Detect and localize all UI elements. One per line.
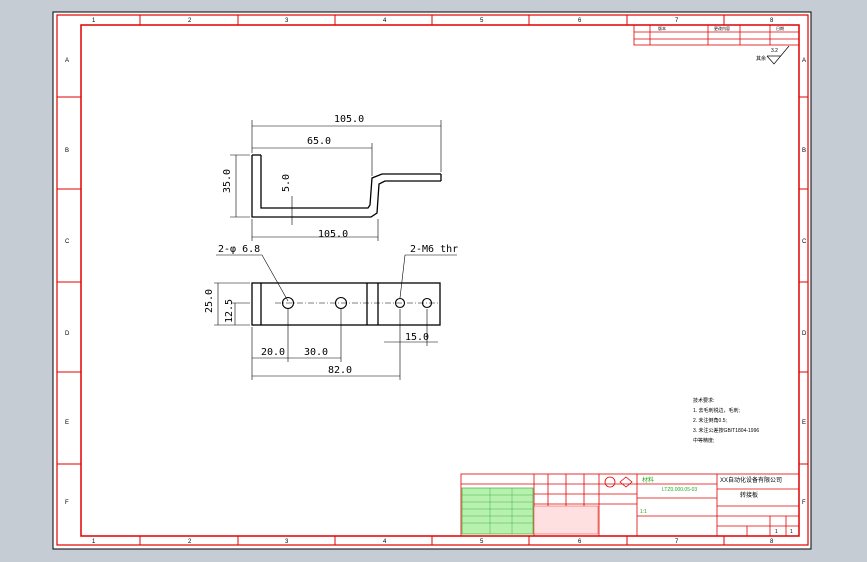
dim-top-overall: 105.0: [334, 114, 364, 125]
dim-front-height: 25.0: [204, 289, 215, 313]
dim-front-15: 15.0: [405, 332, 429, 343]
zone-right-d: D: [802, 331, 807, 337]
surface-finish-symbol: 其余 3.2: [756, 45, 790, 65]
zone-labels-right: A B C D E F: [802, 58, 807, 506]
revision-header-version: 版本: [658, 25, 666, 31]
title-block-sheets: 1: [790, 529, 793, 535]
revision-header-content: 更改内容: [714, 25, 730, 31]
company-logo-icon: [604, 476, 633, 488]
title-block-part-name: 转接板: [740, 491, 758, 499]
title-block-company: XX自动化设备有限公司: [720, 476, 782, 484]
paper-sheet: [52, 11, 812, 550]
zone-left-d: D: [65, 331, 70, 337]
zone-top-7: 7: [675, 18, 679, 24]
front-view-dimension-lines: [214, 254, 457, 380]
zone-bottom-3: 3: [285, 539, 289, 545]
tech-line-4: 中等精度;: [693, 437, 714, 444]
revision-table: [633, 24, 800, 46]
zone-right-a: A: [802, 58, 806, 64]
zone-left-c: C: [65, 239, 70, 245]
tech-line-3: 3. 未注公差按GB/T1804-1996: [693, 427, 759, 434]
zone-bottom-6: 6: [578, 539, 582, 545]
tech-line-1: 1. 去毛刺锐边，毛刺;: [693, 407, 740, 414]
surface-finish-prefix: 其余: [756, 55, 766, 62]
title-block-drawing-label: 材料: [642, 476, 654, 484]
zone-left-a: A: [65, 58, 69, 64]
tech-requirements: 技术要求: 1. 去毛刺锐边，毛刺; 2. 未注倒角0.5; 3. 未注公差按G…: [693, 397, 759, 444]
zone-bottom-7: 7: [675, 539, 679, 545]
zone-top-6: 6: [578, 18, 582, 24]
zone-bottom-2: 2: [188, 539, 192, 545]
title-block-scale: 1:1: [640, 509, 647, 515]
tech-line-2: 2. 未注倒角0.5;: [693, 417, 727, 424]
dim-top-step: 5.0: [281, 174, 292, 192]
zone-top-5: 5: [480, 18, 484, 24]
zone-bottom-1: 1: [92, 539, 96, 545]
approval-stamp: [461, 487, 534, 535]
top-view-dimension-lines: [230, 120, 442, 241]
inner-frame: [80, 24, 800, 537]
dim-thread-callout: 2-M6 thr: [410, 244, 458, 255]
revision-header-date: 日期: [776, 25, 784, 31]
zone-left-f: F: [65, 500, 69, 506]
title-block-grid: [460, 473, 800, 537]
zone-top-8: 8: [770, 18, 774, 24]
zone-left-e: E: [65, 420, 69, 426]
zone-right-c: C: [802, 239, 807, 245]
dim-top-inner: 65.0: [307, 136, 331, 147]
dim-front-82: 82.0: [328, 365, 352, 376]
zone-labels-left: A B C D E F: [65, 58, 70, 506]
dim-hole-callout: 2-φ 6.8: [218, 244, 260, 255]
front-view-plate: [251, 282, 441, 326]
notes-stamp: [533, 505, 599, 535]
surface-finish-value: 3.2: [771, 48, 778, 54]
zone-top-4: 4: [383, 18, 387, 24]
top-view-profile: [251, 154, 442, 218]
dim-front-half-height: 12.5: [224, 299, 235, 323]
zone-bottom-4: 4: [383, 539, 387, 545]
zone-ticks: [57, 15, 808, 545]
dim-top-bottom: 105.0: [318, 229, 348, 240]
title-block-sheet: 1: [775, 529, 778, 535]
zone-top-2: 2: [188, 18, 192, 24]
zone-left-b: B: [65, 148, 69, 154]
zone-right-f: F: [802, 500, 806, 506]
zone-bottom-8: 8: [770, 539, 774, 545]
zone-labels-bottom: 1 2 3 4 5 6 7 8: [92, 539, 774, 545]
zone-right-e: E: [802, 420, 806, 426]
zone-top-1: 1: [92, 18, 96, 24]
dim-front-30: 30.0: [304, 347, 328, 358]
zone-bottom-5: 5: [480, 539, 484, 545]
zone-right-b: B: [802, 148, 806, 154]
title-block-drawing-no: LTZ0.000.05-03: [662, 487, 697, 493]
zone-top-3: 3: [285, 18, 289, 24]
dim-front-20: 20.0: [261, 347, 285, 358]
tech-title: 技术要求:: [693, 397, 714, 404]
dim-top-height: 35.0: [222, 169, 233, 193]
zone-labels-top: 1 2 3 4 5 6 7 8: [92, 18, 774, 24]
